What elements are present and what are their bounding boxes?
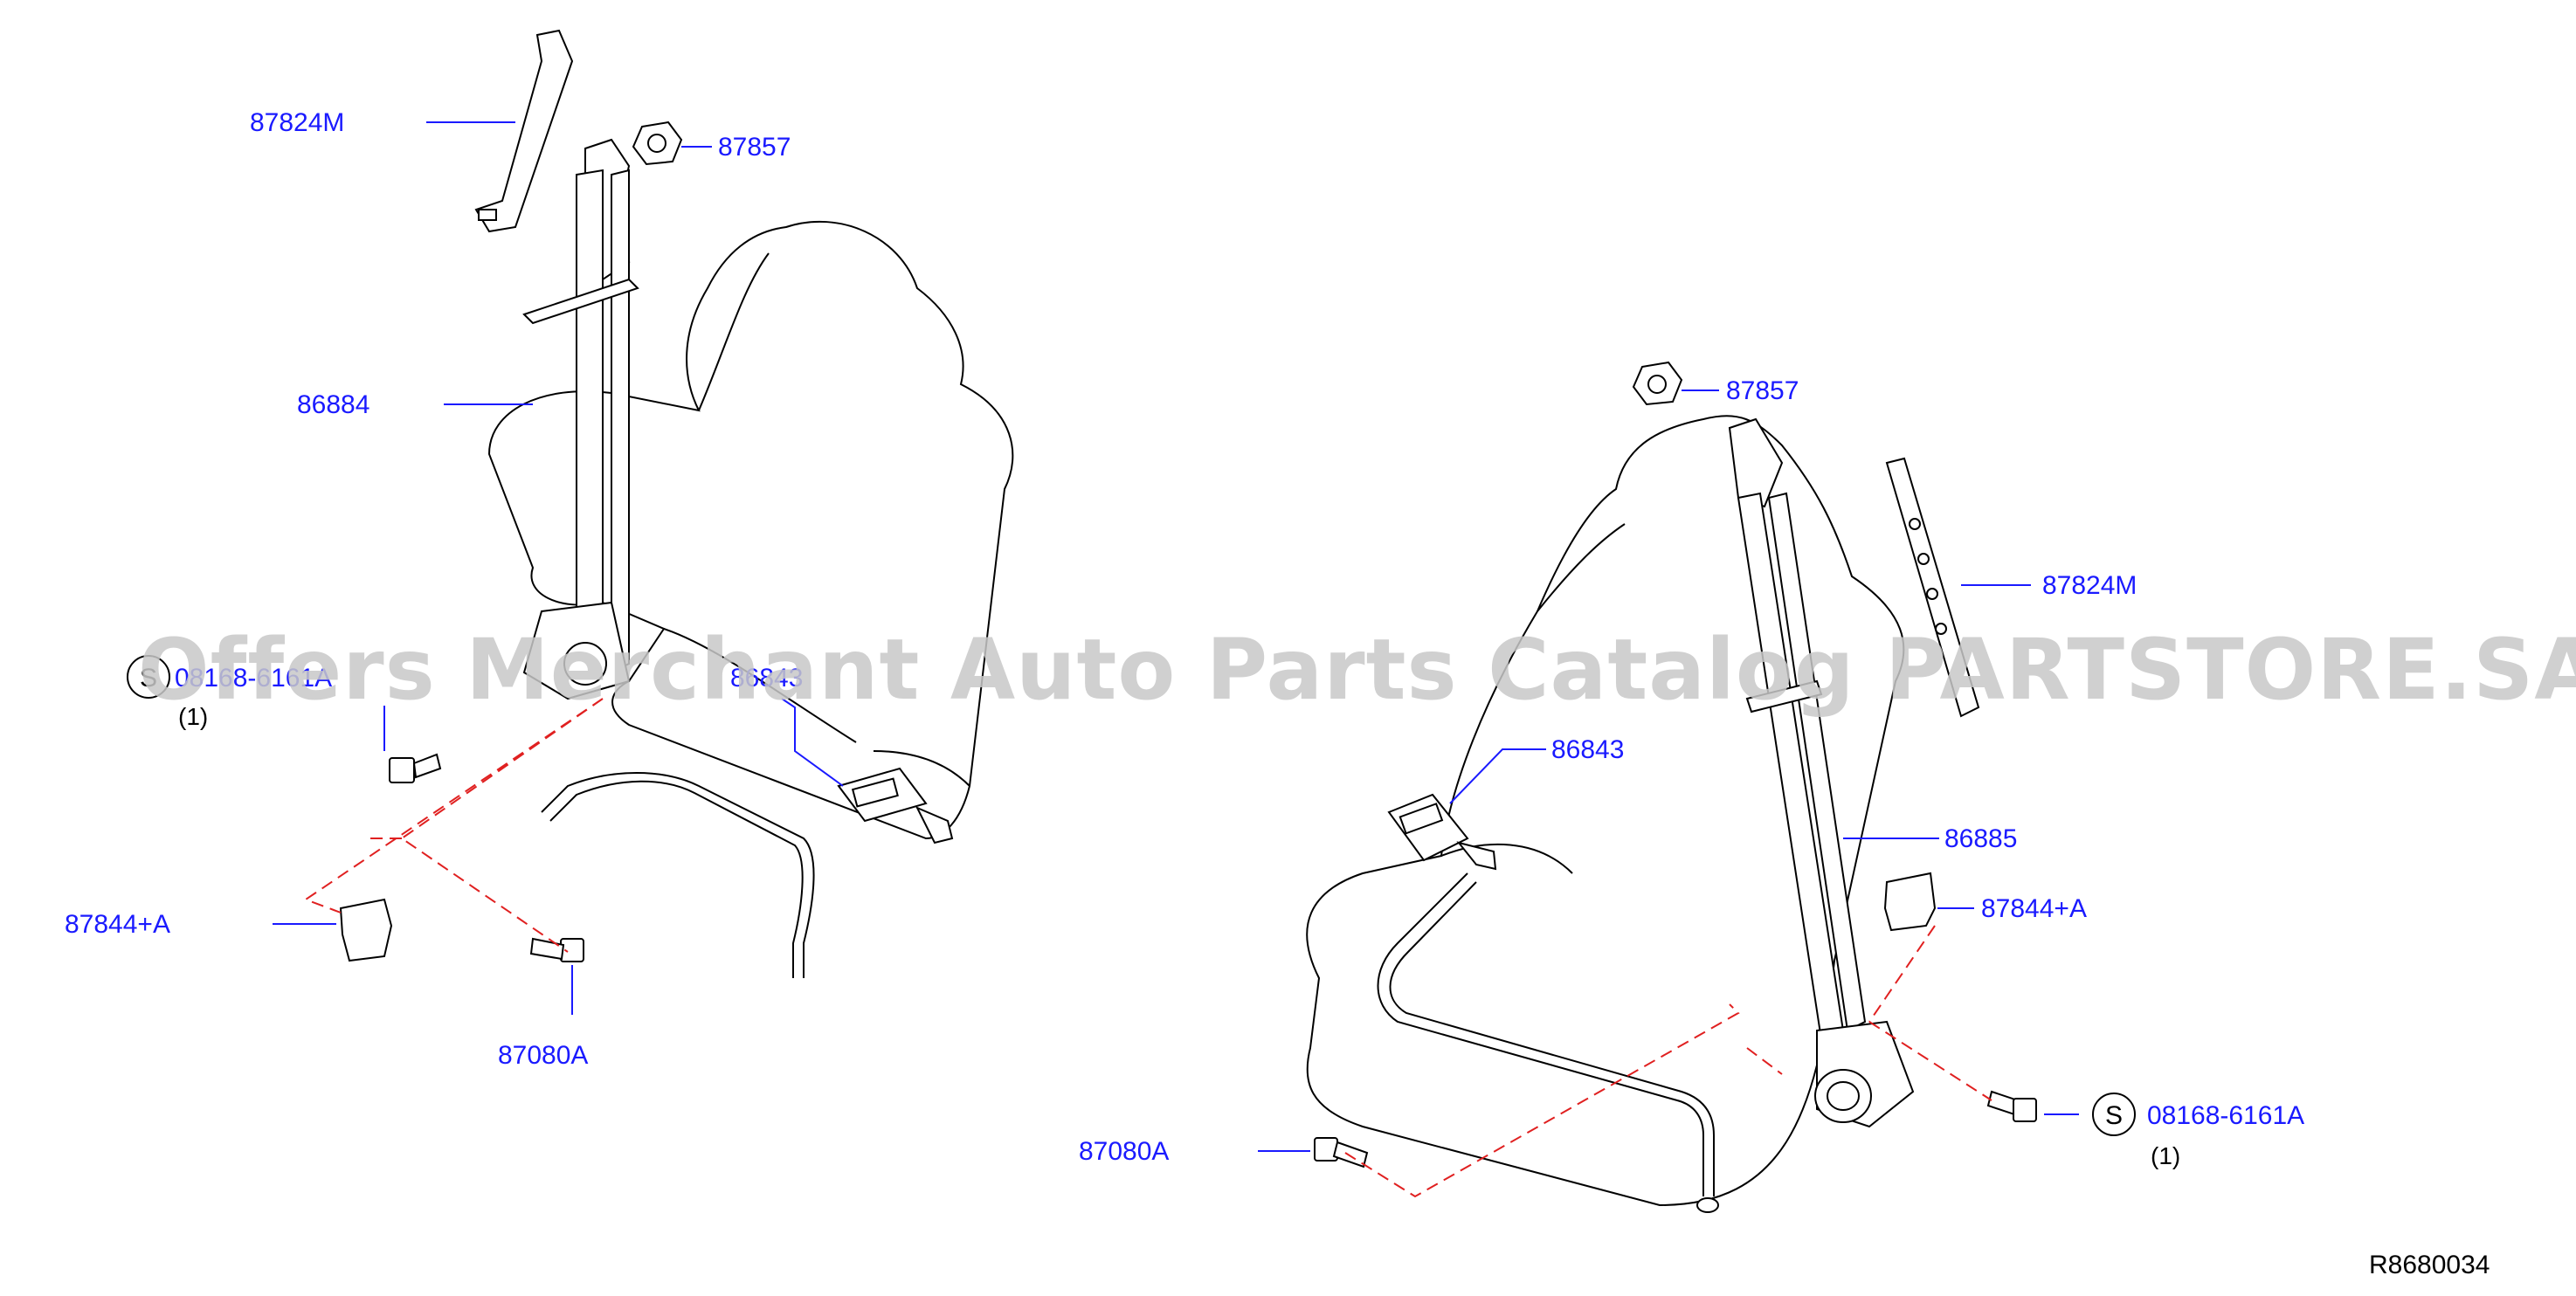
left-label-nut[interactable]: 87857 xyxy=(718,133,791,162)
left-dashed-guide xyxy=(303,698,604,953)
right-s-symbol-text: S xyxy=(2105,1101,2123,1130)
right-buckle xyxy=(1387,793,1497,871)
right-leader-lines xyxy=(1258,389,2079,1152)
left-belt xyxy=(522,138,639,700)
right-s-symbol-icon: S xyxy=(2092,1093,2136,1136)
right-label-retractor-bracket[interactable]: 87824M xyxy=(2042,571,2137,600)
right-anchor-bolt xyxy=(1314,1137,1369,1168)
left-label-cover[interactable]: 87844+A xyxy=(65,910,170,939)
right-label-cover[interactable]: 87844+A xyxy=(1981,894,2087,923)
left-s-symbol-text: S xyxy=(140,664,157,693)
left-label-buckle[interactable]: 86843 xyxy=(730,664,803,693)
left-s-symbol-icon: S xyxy=(127,655,170,699)
watermark-text: Offers Merchant Auto Parts Catalog PARTS… xyxy=(138,621,2576,719)
right-dashed-guide xyxy=(1344,925,1992,1198)
left-label-bolt-kit[interactable]: 08168-6161A xyxy=(175,664,332,693)
left-label-bolt-qty: (1) xyxy=(178,703,208,730)
left-label-anchor-bolt[interactable]: 87080A xyxy=(498,1041,588,1070)
right-label-anchor-bolt[interactable]: 87080A xyxy=(1079,1137,1169,1166)
right-seat xyxy=(1306,415,1905,1213)
right-nut xyxy=(1632,361,1683,406)
right-label-buckle[interactable]: 86843 xyxy=(1551,735,1624,764)
right-label-bolt-qty: (1) xyxy=(2151,1142,2180,1169)
left-nut xyxy=(632,121,683,166)
left-label-retractor-bracket[interactable]: 87824M xyxy=(250,108,344,137)
left-label-belt[interactable]: 86884 xyxy=(297,390,369,419)
left-leader-lines xyxy=(273,121,844,1015)
left-retractor-bracket xyxy=(474,29,574,233)
right-assembly: S 87857 87824M 86843 86885 87844+A 08168… xyxy=(1079,361,2304,1213)
right-retractor-bracket xyxy=(1885,457,1980,718)
left-bolt xyxy=(389,753,442,783)
right-bolt xyxy=(1986,1090,2037,1122)
right-label-nut[interactable]: 87857 xyxy=(1726,376,1799,405)
reference-code: R8680034 xyxy=(2369,1251,2490,1279)
left-cover xyxy=(339,898,393,962)
right-label-bolt-kit[interactable]: 08168-6161A xyxy=(2147,1101,2304,1130)
left-anchor-bolt xyxy=(529,937,584,962)
right-label-belt[interactable]: 86885 xyxy=(1944,824,2017,853)
left-seat xyxy=(487,220,1014,978)
left-buckle xyxy=(837,767,954,844)
right-cover xyxy=(1883,872,1937,932)
right-belt xyxy=(1728,417,1915,1128)
left-assembly: S 87824M 87857 86884 08168-6161A (1) 868… xyxy=(65,29,1014,1070)
